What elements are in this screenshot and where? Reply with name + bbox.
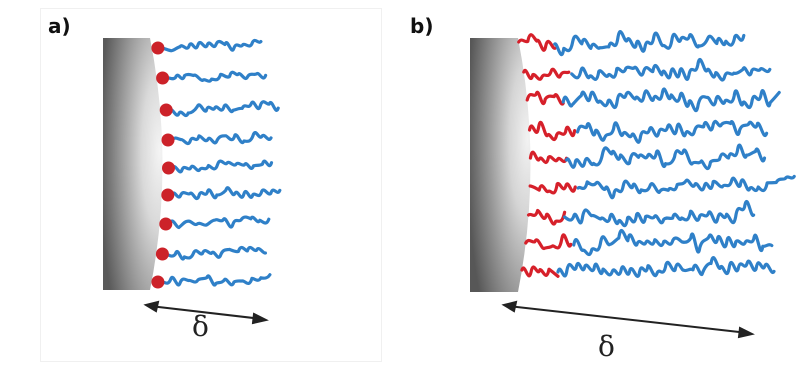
anchor-block-chain [526, 208, 567, 226]
anchor-group [161, 133, 175, 147]
anchor-block-chain [522, 67, 571, 81]
anchor-block-chain [528, 181, 577, 195]
polymer-chain [553, 30, 746, 57]
anchor-block-chain [525, 90, 565, 106]
polymer-chain [160, 273, 272, 287]
panel-a-diagram [103, 38, 282, 325]
panel-b-diagram [470, 30, 796, 339]
thickness-arrow [143, 300, 269, 325]
polymer-chain [561, 87, 781, 113]
thickness-label-a: δ [192, 310, 209, 343]
panel-b-label: b) [410, 14, 434, 38]
anchor-block-chain [528, 150, 569, 164]
anchor-block-chain [517, 33, 557, 52]
panel-b: b) δ [390, 0, 799, 366]
particle-surface [103, 38, 163, 290]
anchor-group [161, 188, 175, 202]
polymer-chain [170, 130, 273, 146]
polymer-chain [575, 119, 769, 144]
polymer-chain [576, 174, 796, 200]
particle-surface [470, 38, 531, 292]
anchor-block-chain [524, 233, 573, 251]
polymer-chain [564, 143, 767, 171]
polymer-chain [562, 199, 756, 228]
anchor-group [151, 275, 165, 289]
anchor-block-chain [520, 265, 560, 278]
polymer-chain [170, 159, 274, 174]
anchor-group [155, 247, 169, 261]
polymer-chain [572, 229, 774, 257]
polymer-chain [164, 245, 267, 261]
anchor-block-chain [527, 120, 577, 142]
polymer-chain [168, 215, 271, 230]
anchor-group [159, 103, 173, 117]
anchor-group [151, 41, 165, 55]
polymer-chain [160, 38, 263, 53]
anchor-group [159, 217, 173, 231]
thickness-arrow [501, 300, 755, 339]
thickness-label-b: δ [598, 330, 615, 363]
panel-a: a) δ [0, 0, 390, 366]
polymer-chain [570, 57, 772, 82]
polymer-chain [170, 186, 282, 201]
polymer-chain [165, 70, 268, 83]
anchor-group [156, 71, 170, 85]
anchor-group [162, 161, 175, 175]
polymer-chain [168, 100, 280, 118]
polymer-chain [556, 256, 776, 278]
panel-a-label: a) [48, 14, 71, 38]
